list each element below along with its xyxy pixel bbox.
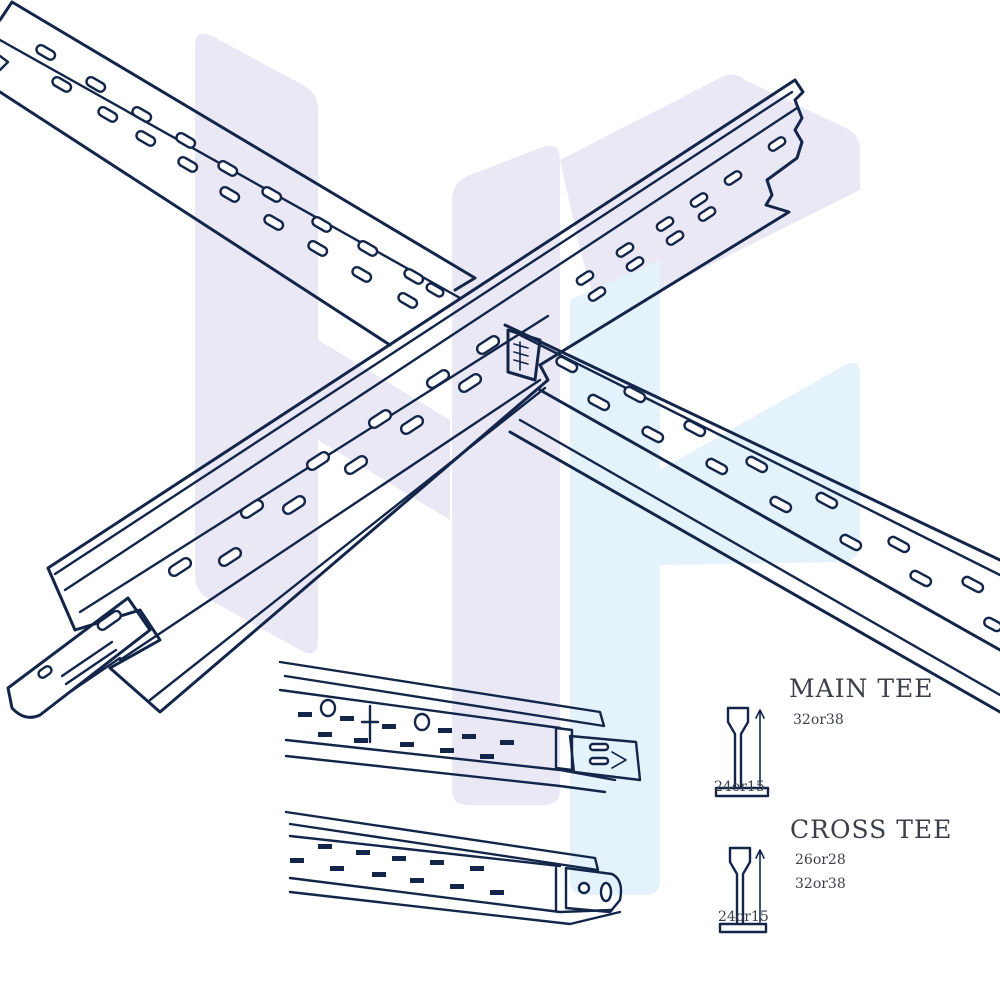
- cross-tee-width: 24or15: [718, 909, 769, 925]
- cross-tee-rail: [0, 0, 1000, 714]
- main-tee-detail-drawing: [278, 660, 642, 794]
- cross-tee-title: CROSS TEE: [790, 815, 952, 844]
- slots-lower-right: [555, 355, 1000, 633]
- cross-tee-height-2: 32or38: [795, 876, 846, 892]
- cross-tee-height-1: 26or28: [795, 852, 846, 868]
- main-tee-width: 24or15: [714, 779, 765, 795]
- slots-upper-left: [35, 43, 445, 309]
- cross-tee-detail-drawing: [284, 810, 623, 926]
- main-tee-title: MAIN TEE: [789, 674, 934, 703]
- main-tee-height: 32or38: [793, 712, 844, 728]
- slots-main-rail: [167, 136, 787, 578]
- cross-tee-profile: [718, 846, 768, 934]
- main-tee-profile: [714, 706, 770, 798]
